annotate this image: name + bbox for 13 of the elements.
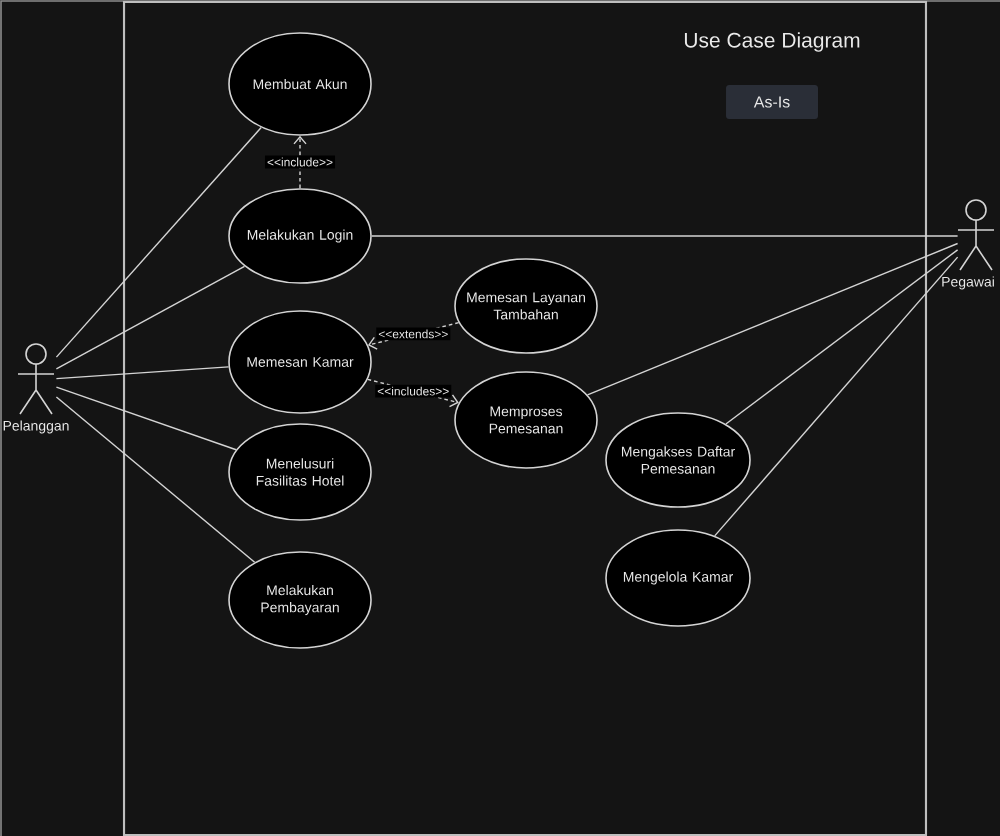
association-line [714, 256, 959, 537]
association-line [55, 265, 246, 370]
association-line [55, 366, 230, 380]
association-line [725, 249, 959, 425]
association-line [371, 235, 959, 237]
status-tag: As-Is [726, 85, 818, 119]
dependency-arrow [293, 135, 307, 189]
association-line [55, 396, 256, 563]
association-line [586, 242, 959, 396]
association-line [55, 126, 262, 358]
association-line [55, 386, 237, 451]
diagram-title: Use Case Diagram [684, 32, 860, 52]
system-boundary [122, 0, 928, 836]
